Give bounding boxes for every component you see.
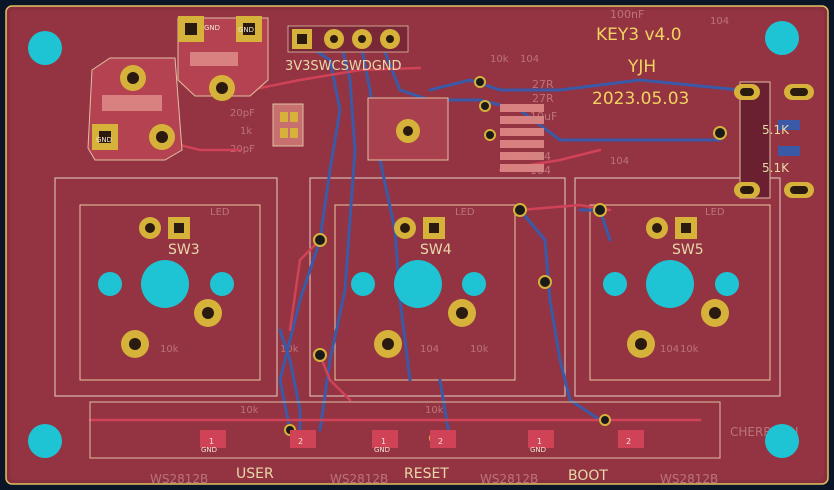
- faint-led-3: LED: [705, 207, 725, 218]
- faint-10k-e: 10k: [680, 344, 699, 355]
- sw3-center-hole: [141, 260, 189, 308]
- switch-outline-sw5: [574, 177, 781, 397]
- sw4-center-hole: [394, 260, 442, 308]
- programming-header: 3V3SWCSWDGND: [285, 25, 409, 74]
- mount-hole-top-right: [765, 21, 799, 55]
- sw4-right-hole: [462, 272, 486, 296]
- sw5-center-hole: [646, 260, 694, 308]
- led-pad-2-a: 2: [298, 437, 303, 446]
- led-gnd-1: GND: [201, 446, 217, 454]
- faint-104-c: 104: [520, 54, 539, 65]
- value-10uf: 10uF: [530, 110, 557, 123]
- switch-label-sw4: SW4: [420, 242, 452, 258]
- faint-104-e: 104: [660, 344, 679, 355]
- trace-b9: [428, 78, 742, 92]
- switch-outline-sw4: [309, 177, 566, 397]
- faint-ws2812b-1: WS2812B: [150, 472, 208, 486]
- trace-b1: [278, 38, 342, 432]
- faint-ws2812b-2: WS2812B: [330, 472, 388, 486]
- switch-inner-sw3: [79, 204, 261, 381]
- switch-footprints: [54, 177, 781, 397]
- trace-b3: [358, 38, 412, 382]
- board-title: KEY3 v4.0: [596, 25, 682, 45]
- faint-value-100nf-top: 100nF: [610, 8, 644, 21]
- mount-hole-bottom-right: [765, 424, 799, 458]
- connector-pad-right: [190, 52, 238, 66]
- connector-pad-left: [102, 95, 162, 111]
- switch-outline-sw3: [54, 177, 278, 397]
- led-gnd-3: GND: [530, 446, 546, 454]
- sw5-right-hole: [715, 272, 739, 296]
- faint-10k-b: 10k: [160, 344, 179, 355]
- value-5k1-b: 5.1K: [762, 161, 790, 175]
- value-104-g: 104: [530, 164, 551, 177]
- trace-t1: [238, 66, 422, 94]
- mount-hole-top-left: [28, 31, 62, 65]
- faint-20pf-1: 20pF: [230, 108, 255, 119]
- switch-label-sw3: SW3: [168, 242, 200, 258]
- board-author: YJH: [627, 57, 656, 77]
- led-pad-1-b: 1: [381, 437, 386, 446]
- pad-label-gnd-top: GND: [204, 24, 220, 32]
- button-label-reset: RESET: [404, 466, 449, 482]
- sw4-left-hole: [351, 272, 375, 296]
- faint-104-b: 104: [710, 16, 729, 27]
- switch-holes: [98, 260, 739, 308]
- switch-inner-sw5: [589, 204, 771, 381]
- led-pad-2-b: 2: [438, 437, 443, 446]
- sw3-right-hole: [210, 272, 234, 296]
- pad-label-gnd-right: GND: [238, 26, 254, 34]
- faint-10k-d: 10k: [425, 405, 444, 416]
- mount-hole-bottom-left: [28, 424, 62, 458]
- faint-10k-a: 10k: [490, 54, 509, 65]
- led-pad-1-c: 1: [537, 437, 542, 446]
- trace-t3: [318, 353, 352, 402]
- crystal-area: [272, 103, 304, 147]
- value-104-f: 104: [530, 150, 551, 163]
- faint-20pf-2: 20pF: [230, 144, 255, 155]
- usb-connector: 5.1K 5.1K: [734, 81, 814, 199]
- value-27r-a: 27R: [532, 78, 554, 91]
- button-label-user: USER: [236, 466, 274, 482]
- faint-10k-c: 10k: [240, 405, 259, 416]
- top-left-connector: GND GND GND: [87, 16, 269, 161]
- switch-label-sw5: SW5: [672, 242, 704, 258]
- faint-10k-f: 10k: [470, 344, 489, 355]
- led-pad-2-c: 2: [626, 437, 631, 446]
- sw3-left-hole: [98, 272, 122, 296]
- faint-ws2812b-4: WS2812B: [660, 472, 718, 486]
- board-date: 2023.05.03: [592, 89, 689, 109]
- value-27r-b: 27R: [532, 92, 554, 105]
- trace-b7: [278, 328, 302, 442]
- faint-ws2812b-3: WS2812B: [480, 472, 538, 486]
- led-gnd-2: GND: [374, 446, 390, 454]
- trace-t2: [288, 238, 322, 332]
- bottom-button-row: 1 2 1 2 1 2 GND GND GND: [89, 401, 721, 459]
- button-label-boot: BOOT: [568, 468, 608, 484]
- bottom-traces: [278, 38, 742, 442]
- value-5k1-a: 5.1K: [762, 123, 790, 137]
- switch-pads: [121, 217, 729, 358]
- faint-1k: 1k: [240, 126, 252, 137]
- pad-label-gnd-left: GND: [96, 136, 112, 144]
- switch-inner-sw4: [334, 204, 516, 381]
- trace-b5: [518, 208, 602, 422]
- passive-column: 27R 27R 10uF 104 104: [500, 78, 557, 177]
- sw5-left-hole: [603, 272, 627, 296]
- mounting-holes: [28, 21, 799, 458]
- header-pin-labels: 3V3SWCSWDGND: [285, 59, 402, 74]
- faint-10k-g: 10k: [280, 344, 299, 355]
- trace-b2: [318, 38, 357, 432]
- faint-104-d: 104: [420, 344, 439, 355]
- faint-led-1: LED: [210, 207, 230, 218]
- faint-104-a: 104: [610, 156, 629, 167]
- led-pad-1-a: 1: [209, 437, 214, 446]
- faint-led-2: LED: [455, 207, 475, 218]
- mcu-chip: [367, 97, 449, 161]
- copper-pour: [10, 10, 824, 480]
